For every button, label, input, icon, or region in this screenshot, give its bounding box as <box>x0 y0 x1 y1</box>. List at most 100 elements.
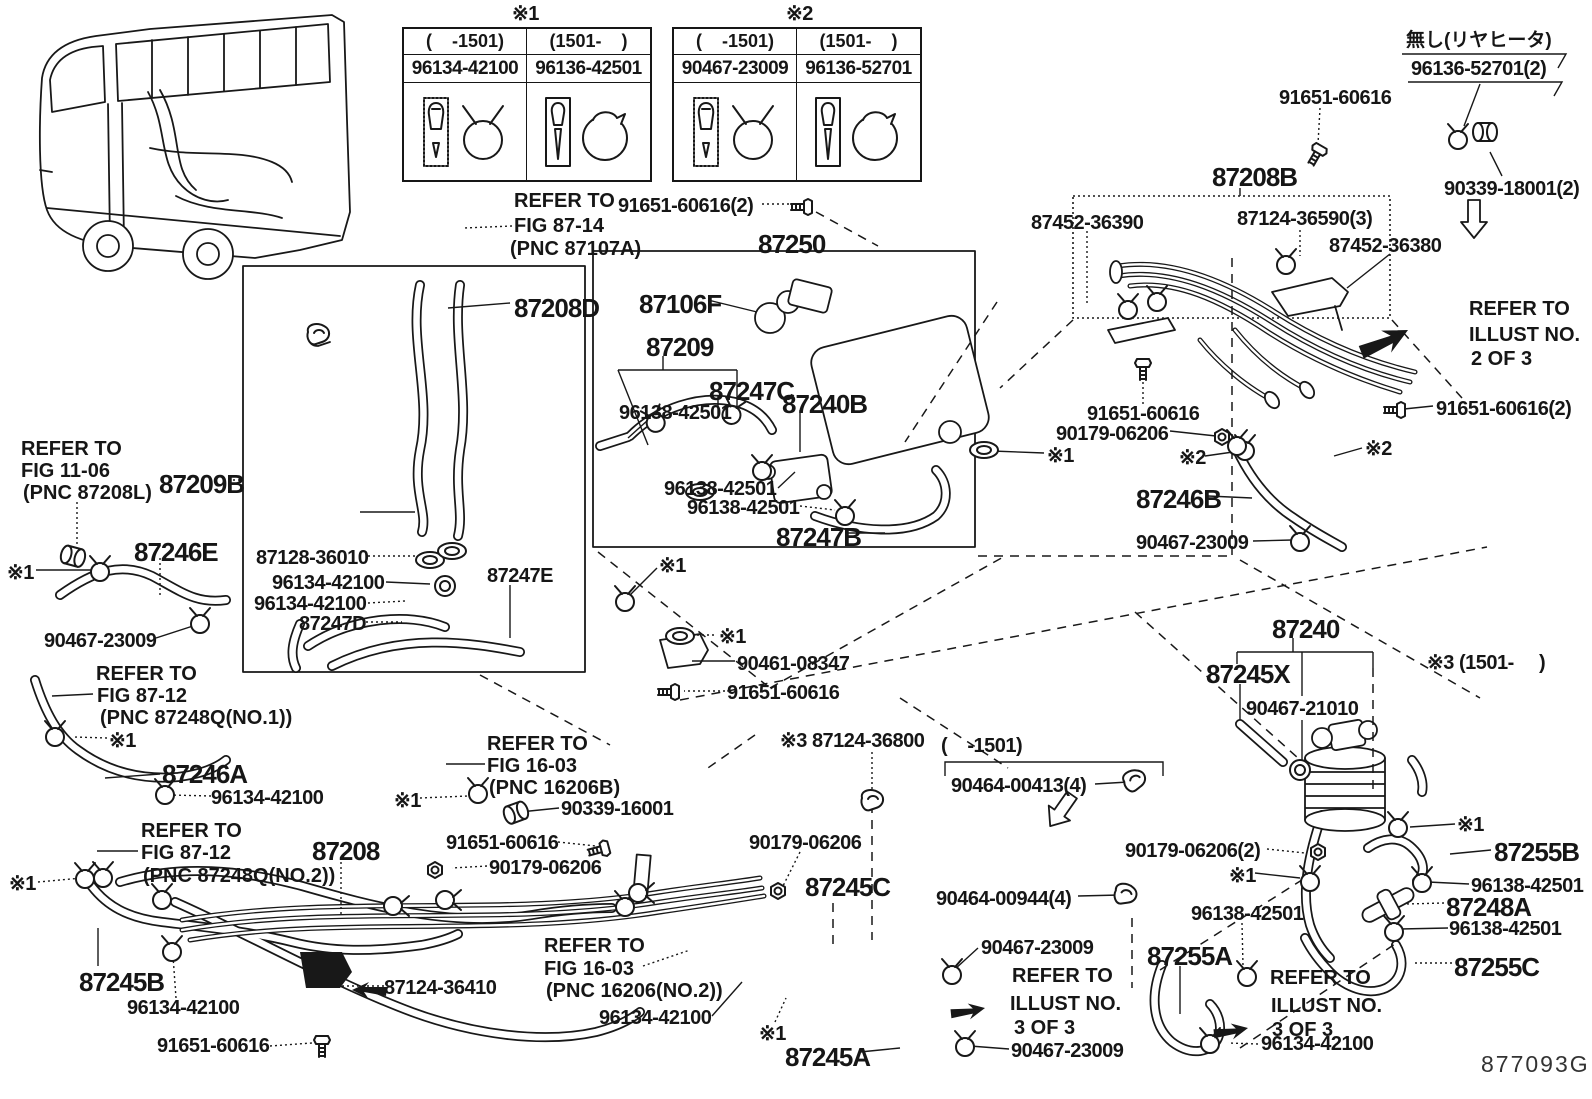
part-label: 87247B <box>776 522 862 552</box>
leader-line <box>711 981 743 1017</box>
construction-dash-line <box>479 674 611 746</box>
part-label: 87208B <box>1212 162 1298 192</box>
refer-note: FIG 16-03 <box>487 755 578 777</box>
refer-note: ILLUST NO. <box>1469 324 1581 346</box>
leader-line <box>463 225 513 229</box>
leader-line <box>1427 881 1470 885</box>
spring-clamp-icon <box>423 96 449 167</box>
hose-core <box>86 880 462 954</box>
leader-line <box>51 693 94 697</box>
construction-dash-line <box>679 546 1488 701</box>
leader-line <box>626 567 658 599</box>
construction-dash-line <box>1159 877 1306 971</box>
figure-code: 877093G <box>1481 1051 1590 1077</box>
part-label: 96134-42100 <box>254 593 367 615</box>
leader-line <box>1227 1042 1259 1045</box>
construction-dash-line <box>704 734 756 771</box>
part-label: 96138-42501 <box>687 497 800 519</box>
refer-note: REFER TO <box>21 438 122 460</box>
leader-line <box>953 947 979 971</box>
part-label: 90467-23009 <box>981 937 1094 959</box>
part-label: 87248A <box>1446 892 1532 922</box>
construction-dash-line <box>597 551 771 689</box>
part-label: 87128-36010 <box>256 547 369 569</box>
part-label: 87240 <box>1272 614 1340 644</box>
part-label: 87208D <box>514 293 600 323</box>
table-icon-cell <box>674 83 797 180</box>
spring-clamp-icon <box>814 96 841 167</box>
group-box-87208B <box>1072 195 1391 319</box>
part-label: 90179-06206(2) <box>1125 840 1261 862</box>
part-label: 96138-42501 <box>1449 918 1562 940</box>
refer-note: FIG 87-12 <box>97 685 188 707</box>
table-part-number: 96134-42100 <box>404 55 527 83</box>
leader-line <box>73 736 108 739</box>
detail-box-87208 <box>242 265 586 673</box>
leader-line <box>1346 253 1391 289</box>
part-label: 91651-60616(2) <box>1436 398 1572 420</box>
refer-note: (PNC 87248Q(NO.2)) <box>143 865 336 887</box>
refer-note: 2 OF 3 <box>1471 348 1533 370</box>
ring-clamp-icon <box>851 110 898 161</box>
leader-line <box>155 624 197 639</box>
leader-line <box>1094 781 1129 785</box>
leader-line <box>1207 495 1253 499</box>
leader-line <box>799 505 836 511</box>
leader-line <box>781 851 801 889</box>
ring-clamp-icon <box>732 104 774 160</box>
table-part-number: 96136-42501 <box>527 55 650 83</box>
part-label: 87209B <box>159 469 245 499</box>
refer-note: REFER TO <box>1012 965 1113 987</box>
leader-line <box>172 955 177 999</box>
leader-line <box>1399 927 1449 930</box>
note-marker: ※1 <box>109 730 136 752</box>
bus-illustration <box>38 14 351 280</box>
part-label: 90467-23009 <box>1011 1040 1124 1062</box>
hose-core <box>811 466 949 533</box>
hose-core <box>1232 444 1346 551</box>
leader-line <box>1463 83 1481 127</box>
leader-line <box>1252 539 1293 542</box>
part-label: 90467-23009 <box>44 630 157 652</box>
part-label: ※3 87124-36800 <box>780 730 925 752</box>
leader-line <box>1404 902 1445 905</box>
note-marker: ※2 <box>786 3 813 25</box>
leader-line <box>451 865 488 869</box>
part-label: 90467-23009 <box>1136 532 1249 554</box>
part-label: 87245B <box>79 967 165 997</box>
part-label: 87246E <box>134 537 219 567</box>
leader-line <box>447 302 511 309</box>
ring-clamp-icon <box>581 110 628 161</box>
leader-line <box>104 773 161 779</box>
leader-line <box>169 794 212 797</box>
part-label: 96134-42100 <box>599 1007 712 1029</box>
refer-note: FIG 87-12 <box>141 842 232 864</box>
hose-core <box>31 676 230 781</box>
refer-note: REFER TO <box>96 663 197 685</box>
bus-heater-piping <box>147 89 293 219</box>
refer-note: FIG 11-06 <box>21 460 110 482</box>
table-icon-cell <box>527 83 650 180</box>
variant-table-1: ( -1501) (1501- ) 96134-42100 96136-4250… <box>402 27 652 182</box>
leader-line <box>642 949 691 967</box>
part-label: 91651-60616 <box>446 832 559 854</box>
part-label: 90179-06206 <box>489 857 602 879</box>
hose-core <box>1302 811 1334 962</box>
leader-line <box>1169 430 1217 437</box>
note-marker: ※1 <box>659 555 686 577</box>
leader-line <box>617 369 649 446</box>
spring-clamp-icon <box>544 96 571 167</box>
refer-note: FIG 16-03 <box>544 958 635 980</box>
part-label: 91651-60616 <box>157 1035 270 1057</box>
part-label: 87247C <box>709 376 795 406</box>
spring-clamp-icon <box>693 96 719 167</box>
part-label: 87209 <box>646 332 714 362</box>
construction-dash-line <box>899 697 1009 769</box>
hose-core <box>596 433 632 450</box>
part-label: 87106F <box>639 289 722 319</box>
construction-dash-line <box>769 555 1006 689</box>
leader-line <box>367 600 406 604</box>
part-label: 90461-08347 <box>737 653 850 675</box>
